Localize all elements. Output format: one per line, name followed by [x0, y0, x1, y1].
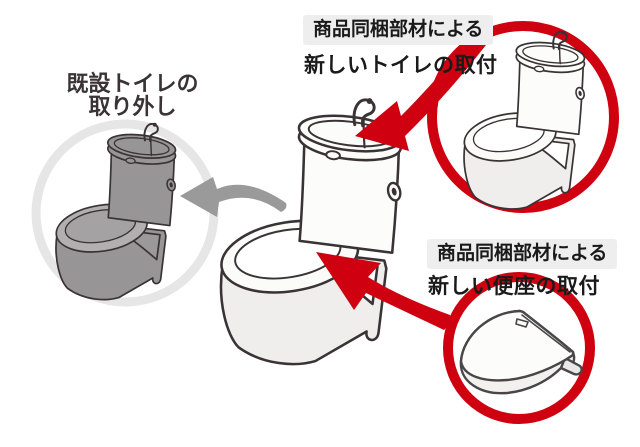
new-seat-badge: 商品同梱部材による: [427, 239, 618, 269]
existing-toilet-label-line2: 取り外し: [88, 94, 177, 119]
old-toilet-illustration: [51, 121, 178, 301]
new-toilet-badge: 商品同梱部材による: [303, 15, 494, 45]
new-toilet-caption: 新しいトイレの取付: [304, 54, 498, 77]
new-seat-caption: 新しい便座の取付: [428, 275, 600, 298]
new-seat-illustration: [459, 309, 583, 395]
red-arrow-new-toilet-icon: [355, 35, 486, 151]
new-seat-ring: [443, 272, 595, 424]
existing-toilet-label-line1: 既設トイレの: [66, 71, 199, 96]
gray-arrow-icon: [180, 177, 287, 217]
red-arrow-new-seat-icon: [316, 252, 451, 330]
existing-toilet-label: 既設トイレの 取り外し: [35, 72, 230, 118]
